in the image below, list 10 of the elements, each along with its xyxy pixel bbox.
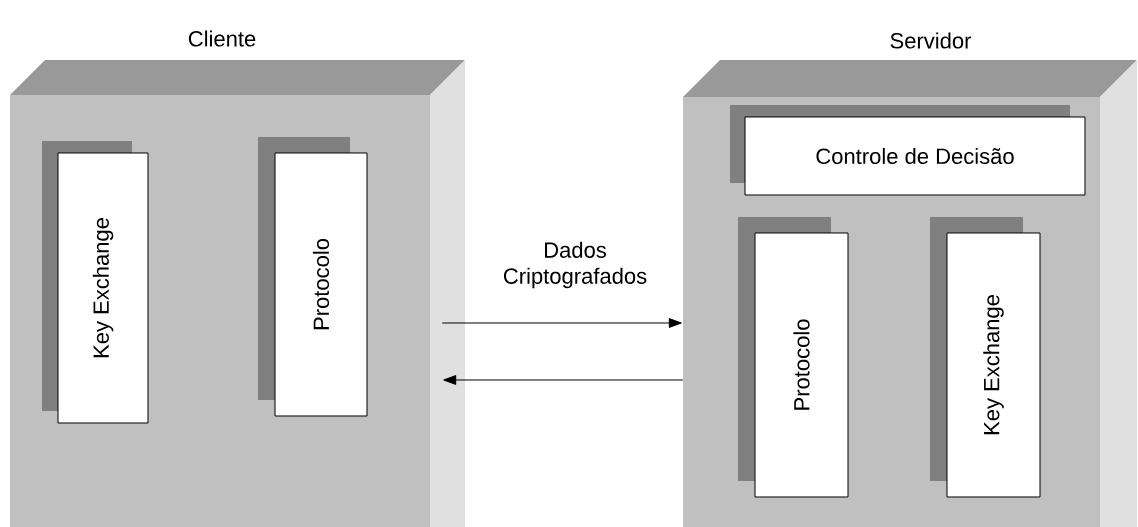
node-label: Cliente bbox=[188, 30, 256, 47]
module-box: Controle de Decisão bbox=[730, 105, 1086, 196]
module-box: Protocolo bbox=[258, 137, 368, 417]
module-box: Key Exchange bbox=[42, 141, 149, 424]
arrow bbox=[443, 375, 684, 385]
node-label: Servidor bbox=[890, 32, 972, 49]
module-box: Key Exchange bbox=[930, 217, 1041, 498]
module-box: Protocolo bbox=[738, 217, 849, 498]
edge-label: Dados Criptografados bbox=[503, 241, 647, 289]
arrow bbox=[441, 318, 682, 328]
